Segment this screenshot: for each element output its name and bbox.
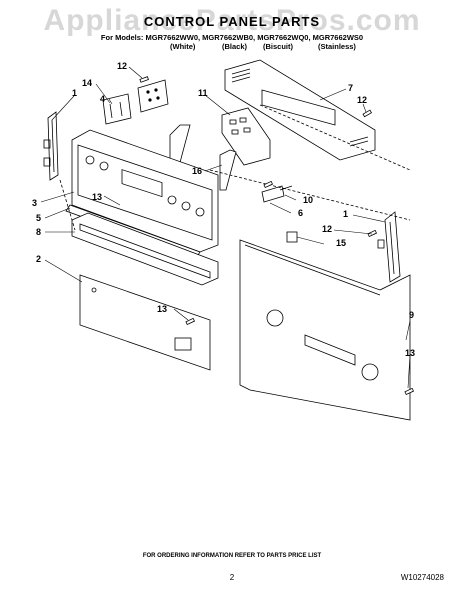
callout: 4 [100, 94, 105, 104]
part-electronic-control [221, 107, 271, 166]
callout: 12 [322, 224, 332, 234]
leader-lines [40, 66, 411, 389]
part-clip-bracket [102, 93, 132, 125]
callout: 7 [348, 83, 353, 93]
callout: 14 [82, 78, 92, 88]
callout: 2 [36, 254, 41, 264]
part-left-side-bracket [43, 111, 59, 181]
part-bracket-plate [137, 79, 169, 113]
ordering-info: FOR ORDERING INFORMATION REFER TO PARTS … [142, 553, 322, 559]
part-console-panel [71, 129, 219, 253]
callouts: 12 4 14 1 11 7 12 16 3 13 5 8 2 10 6 1 1… [32, 61, 415, 358]
variant-stainless: (Stainless) [318, 42, 356, 51]
callout: 12 [117, 61, 127, 71]
callout: 10 [303, 195, 313, 205]
variant-black: (Black) [222, 42, 248, 51]
models-line: For Models: MGR7662WW0, MGR7662WB0, MGR7… [100, 33, 364, 42]
assembly-lines [59, 104, 411, 231]
callout: 13 [405, 348, 415, 358]
callout: 8 [36, 227, 41, 237]
document-number: W10274028 [400, 573, 444, 582]
variant-white: (White) [170, 42, 196, 51]
part-lower-panel [79, 274, 211, 371]
callout: 15 [336, 238, 346, 248]
callout: 11 [198, 88, 208, 98]
callout: 5 [36, 213, 41, 223]
screws [139, 76, 415, 396]
part-terminal-block [261, 185, 293, 203]
page-title: CONTROL PANEL PARTS [143, 14, 321, 29]
callout: 12 [357, 95, 367, 105]
callout: 1 [72, 88, 77, 98]
part-right-side-bracket [377, 211, 401, 283]
callout: 13 [157, 304, 167, 314]
part-panel-frame [71, 212, 219, 286]
part-clip [286, 231, 298, 243]
callout: 16 [192, 166, 202, 176]
callout: 1 [343, 209, 348, 219]
callout: 3 [32, 198, 37, 208]
part-rear-housing [239, 239, 411, 421]
variant-biscuit: (Biscuit) [263, 42, 293, 51]
callout: 6 [298, 208, 303, 218]
callout: 13 [92, 192, 102, 202]
callout: 9 [409, 310, 414, 320]
page-number: 2 [229, 573, 235, 582]
